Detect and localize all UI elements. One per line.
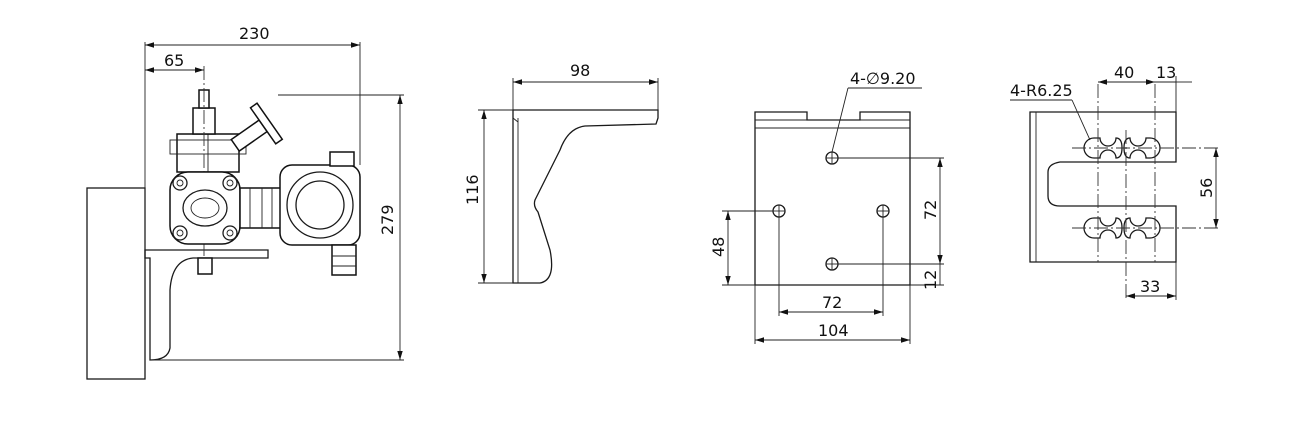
slot <box>1123 137 1161 159</box>
flange-outline <box>1029 111 1177 263</box>
dim-overall-width: 104 <box>818 321 849 340</box>
conduit-entry <box>331 244 357 276</box>
view-bracket-profile: 98 116 <box>463 61 659 284</box>
dim-overall-width: 230 <box>239 24 270 43</box>
bracket-front-outline <box>754 111 911 286</box>
slot <box>1123 217 1161 239</box>
view-slotted-flange: 4-R6.25 40 13 56 33 <box>1010 63 1220 300</box>
bracket-profile-outline <box>512 109 659 284</box>
slot-spec: 4-R6.25 <box>1010 81 1073 100</box>
dim-width: 98 <box>570 61 590 80</box>
view-bracket-front: 4-∅9.20 72 12 48 72 104 <box>709 69 944 344</box>
dim-slot-length: 40 <box>1114 63 1134 82</box>
view-transmitter-assembly: 230 65 279 <box>86 24 404 380</box>
dim-left-height: 48 <box>709 237 728 257</box>
dim-overall-height: 279 <box>378 204 397 235</box>
dim-bottom-offset: 12 <box>921 270 940 290</box>
flange-body <box>169 171 241 245</box>
dim-offset: 65 <box>164 51 184 70</box>
hole-spec: 4-∅9.20 <box>850 69 916 88</box>
dim-edge-offset: 13 <box>1156 63 1176 82</box>
dim-height: 116 <box>463 174 482 205</box>
dim-vertical-spacing: 56 <box>1197 178 1216 198</box>
wall-plate <box>86 187 146 380</box>
transmitter-housing <box>279 164 361 246</box>
slot <box>1083 137 1123 159</box>
slot <box>1083 217 1123 239</box>
dim-slot-spacing: 33 <box>1140 277 1160 296</box>
dim-horizontal-spacing: 72 <box>822 293 842 312</box>
dim-vertical-spacing: 72 <box>921 200 940 220</box>
sensor-neck <box>239 187 283 229</box>
